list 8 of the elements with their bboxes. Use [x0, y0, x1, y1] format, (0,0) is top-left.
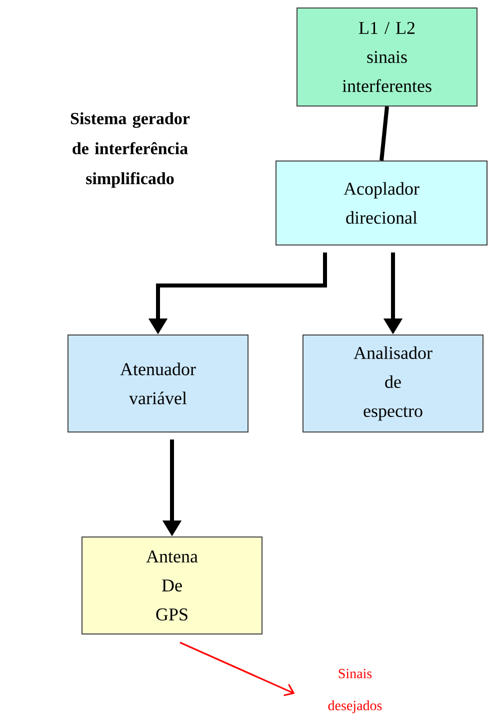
- output-label: Sinais desejados: [328, 668, 382, 714]
- process-box: L1 / L2 sinais interferentes: [296, 8, 478, 106]
- process-box: Antena De GPS: [82, 536, 262, 634]
- process-box: Analisador de espectro: [302, 334, 484, 432]
- process-box: Acoplador direcional: [276, 160, 488, 246]
- arrow: [180, 642, 295, 696]
- process-box: Atenuador variável: [68, 334, 248, 432]
- title: Sistema gerador de interferência simplificado: [70, 112, 190, 188]
